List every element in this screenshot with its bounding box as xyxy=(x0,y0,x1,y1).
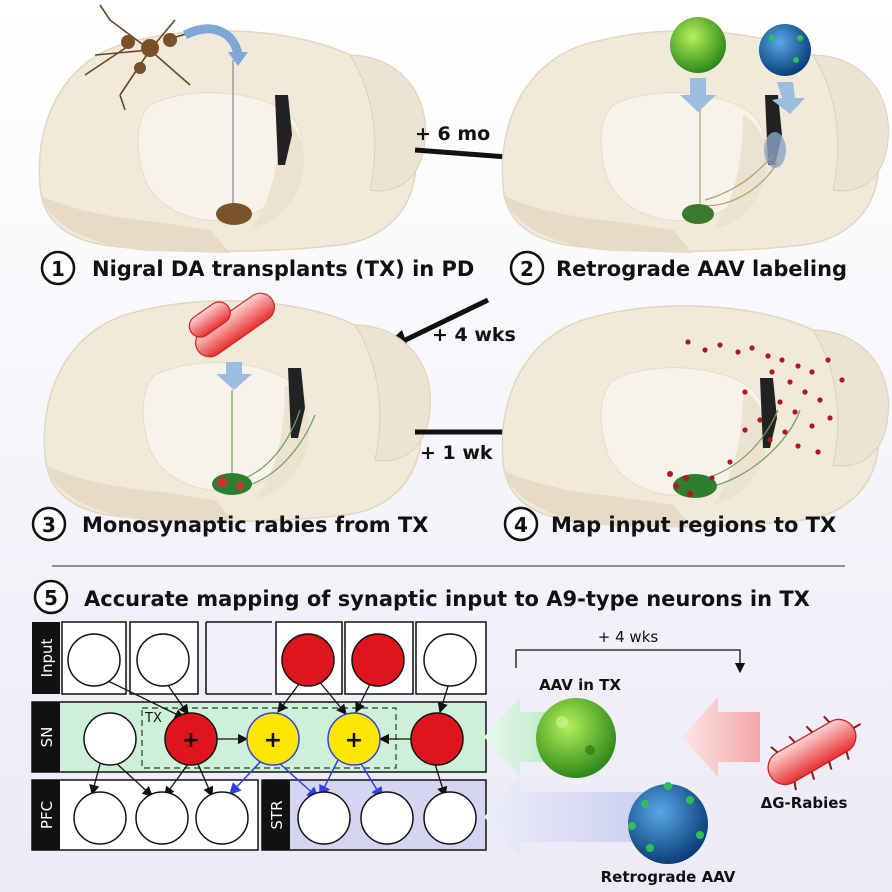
svg-text:2: 2 xyxy=(520,257,534,281)
striatum-dark xyxy=(275,95,292,165)
rabies-arrow xyxy=(682,697,760,777)
input-neuron-2 xyxy=(136,633,190,687)
svg-text:STR: STR xyxy=(268,800,286,829)
str-neuron-2 xyxy=(360,791,414,845)
panel-2 xyxy=(501,17,890,254)
panel-1 xyxy=(38,4,427,254)
step-label-4: 4 Map input regions to TX xyxy=(503,506,836,542)
retrograde-aav-virus: Retrograde AAV xyxy=(601,782,736,886)
str-neuron-1 xyxy=(297,791,351,845)
row-tab-input: Input xyxy=(32,622,60,694)
input-neuron-4 xyxy=(351,633,405,687)
tx-dashed-box xyxy=(141,707,397,769)
str-neuron-3 xyxy=(423,791,477,845)
svg-text:5: 5 xyxy=(44,586,58,610)
svg-text:+ 4 wks: + 4 wks xyxy=(432,324,516,346)
svg-text:Nigral DA transplants (TX) in: Nigral DA transplants (TX) in PD xyxy=(92,257,474,281)
plus-3: + xyxy=(345,728,363,753)
input-neuron-1 xyxy=(67,633,121,687)
svg-text:Retrograde AAV: Retrograde AAV xyxy=(601,868,736,886)
row-tab-sn: SN xyxy=(32,702,60,772)
svg-text:+ 4 wks: + 4 wks xyxy=(598,628,659,646)
svg-text:Retrograde AAV labeling: Retrograde AAV labeling xyxy=(556,257,847,281)
pfc-neuron-1 xyxy=(73,791,127,845)
arrow-label-6mo: + 6 mo xyxy=(415,123,490,145)
svg-text:Map input regions to TX: Map input regions to TX xyxy=(551,513,836,537)
sn-neuron-4 xyxy=(327,712,381,766)
row-tab-str: STR xyxy=(262,780,290,850)
sn-neuron-3 xyxy=(246,712,300,766)
input-cells xyxy=(61,621,487,695)
input-neurons xyxy=(67,633,477,687)
section-5-header: 5 Accurate mapping of synaptic input to … xyxy=(33,579,810,615)
step-label-3: 3 Monosynaptic rabies from TX xyxy=(31,506,428,542)
blue-projections xyxy=(228,759,383,800)
transplant-arrow xyxy=(182,24,243,57)
target-neurons xyxy=(73,791,477,845)
svg-text:SN: SN xyxy=(38,727,56,748)
delta-g-rabies: ΔG-Rabies xyxy=(761,715,861,812)
tx-graft-1 xyxy=(216,203,252,225)
aav-in-tx-virus: AAV in TX xyxy=(536,676,621,778)
pfc-neuron-3 xyxy=(195,791,249,845)
step-label-1: 1 Nigral DA transplants (TX) in PD xyxy=(40,250,474,286)
svg-text:ΔG-Rabies: ΔG-Rabies xyxy=(761,794,848,812)
svg-text:+ 1 wk: + 1 wk xyxy=(420,442,493,464)
svg-text:Accurate mapping of synaptic i: Accurate mapping of synaptic input to A9… xyxy=(84,587,810,611)
row-tab-pfc: PFC xyxy=(32,780,60,850)
input-dots xyxy=(667,339,845,497)
sn-neurons xyxy=(83,712,464,766)
step-label-2: 2 Retrograde AAV labeling xyxy=(509,250,847,286)
plus-2: + xyxy=(264,728,282,753)
svg-text:4: 4 xyxy=(514,513,528,537)
panel-4 xyxy=(501,305,890,529)
timeline-bracket: + 4 wks xyxy=(515,628,746,674)
pfc-neuron-2 xyxy=(135,791,189,845)
retro-aav-arrow xyxy=(484,777,660,857)
sn-neuron-5 xyxy=(410,712,464,766)
neurons-cluster xyxy=(84,4,201,111)
green-aav-virus xyxy=(670,17,726,112)
input-neuron-3 xyxy=(281,633,335,687)
tx-box-label: TX xyxy=(144,711,162,726)
svg-text:Monosynaptic rabies from TX: Monosynaptic rabies from TX xyxy=(82,513,428,537)
sn-neuron-2 xyxy=(164,712,218,766)
panel-3 xyxy=(43,292,432,524)
sn-neuron-1 xyxy=(83,712,137,766)
blue-retro-aav-virus xyxy=(759,24,811,114)
svg-text:3: 3 xyxy=(42,513,56,537)
svg-text:PFC: PFC xyxy=(38,801,56,829)
svg-text:Input: Input xyxy=(38,638,56,677)
svg-text:1: 1 xyxy=(51,257,65,281)
plus-1: + xyxy=(182,728,200,753)
svg-text:AAV in TX: AAV in TX xyxy=(539,676,621,694)
input-neuron-5 xyxy=(423,633,477,687)
